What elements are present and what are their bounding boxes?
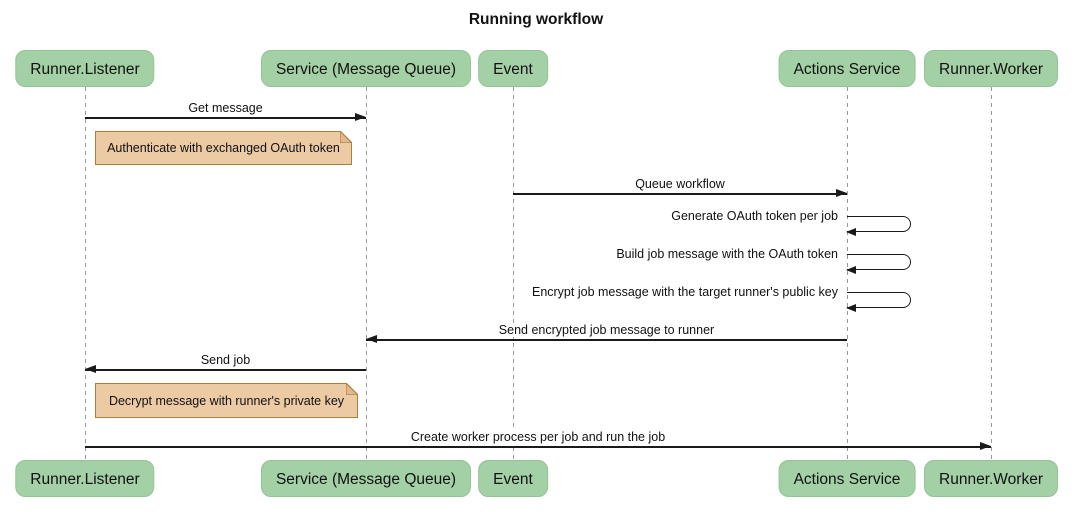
self-message-generate-oauth-token-loop <box>846 216 911 236</box>
participant-bottom-actions-service: Actions Service <box>778 460 916 497</box>
arrowhead-right-icon <box>355 113 366 122</box>
self-message-generate-oauth-token-label: Generate OAuth token per job <box>341 209 841 224</box>
self-message-encrypt-job-message-loop <box>846 292 911 312</box>
lifeline-runner-worker <box>991 87 992 460</box>
note-text: Authenticate with exchanged OAuth token <box>107 141 340 155</box>
participant-bottom-runner-worker: Runner.Worker <box>924 460 1058 497</box>
lifeline-event <box>513 87 514 460</box>
arrowhead-left-icon <box>846 228 856 236</box>
note-decrypt: Decrypt message with runner's private ke… <box>95 381 360 418</box>
message-send-encrypted-job-line <box>366 335 847 344</box>
note-authenticate: Authenticate with exchanged OAuth token <box>95 129 354 165</box>
self-message-build-job-message-label: Build job message with the OAuth token <box>341 247 841 262</box>
participant-top-actions-service: Actions Service <box>778 50 916 87</box>
message-create-worker-line <box>85 442 991 451</box>
self-message-encrypt-job-message-label: Encrypt job message with the target runn… <box>341 285 841 300</box>
participant-top-service-message-queue: Service (Message Queue) <box>260 50 472 87</box>
note-text: Decrypt message with runner's private ke… <box>108 393 345 408</box>
participant-bottom-service-message-queue: Service (Message Queue) <box>260 460 472 497</box>
arrowhead-right-icon <box>836 189 847 198</box>
arrowhead-left-icon <box>366 335 377 344</box>
participant-bottom-runner-listener: Runner.Listener <box>15 460 155 497</box>
message-send-job-line <box>85 365 366 374</box>
note-fold-corner-icon <box>345 381 360 396</box>
arrowhead-right-icon <box>980 442 991 451</box>
message-create-worker-label: Create worker process per job and run th… <box>85 430 991 445</box>
lifeline-service-message-queue <box>366 87 367 460</box>
arrowhead-left-icon <box>846 304 856 312</box>
self-message-build-job-message-loop <box>846 254 911 274</box>
message-send-encrypted-job-label: Send encrypted job message to runner <box>366 323 847 338</box>
arrowhead-left-icon <box>85 365 96 374</box>
note-fold-corner-icon <box>339 129 354 144</box>
message-send-job-label: Send job <box>85 353 366 368</box>
participant-top-runner-listener: Runner.Listener <box>15 50 155 87</box>
participant-top-runner-worker: Runner.Worker <box>924 50 1058 87</box>
message-queue-workflow-line <box>513 189 847 198</box>
lifeline-runner-listener <box>85 87 86 460</box>
arrowhead-left-icon <box>846 266 856 274</box>
participant-top-event: Event <box>478 50 548 87</box>
participant-bottom-event: Event <box>478 460 548 497</box>
diagram-title: Running workflow <box>468 11 604 28</box>
message-get-message-label: Get message <box>85 101 366 116</box>
message-queue-workflow-label: Queue workflow <box>513 177 847 192</box>
message-get-message-line <box>85 113 366 122</box>
